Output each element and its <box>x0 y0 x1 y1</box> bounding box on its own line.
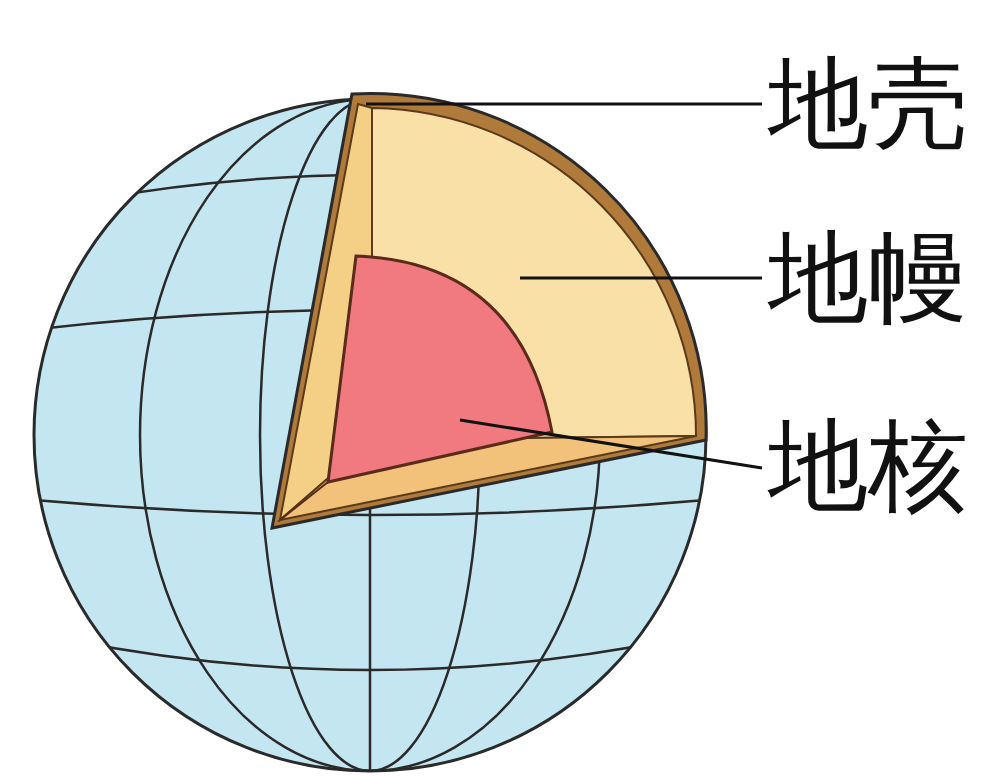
leader-line <box>460 420 762 468</box>
leader-line <box>366 103 762 106</box>
part-label: 地核 <box>768 416 968 516</box>
core <box>328 256 552 482</box>
part-label: 地壳 <box>768 54 968 154</box>
part-label: 地幔 <box>768 228 968 328</box>
edge-line <box>280 482 328 520</box>
leader-line <box>520 277 762 280</box>
crust <box>272 94 706 528</box>
